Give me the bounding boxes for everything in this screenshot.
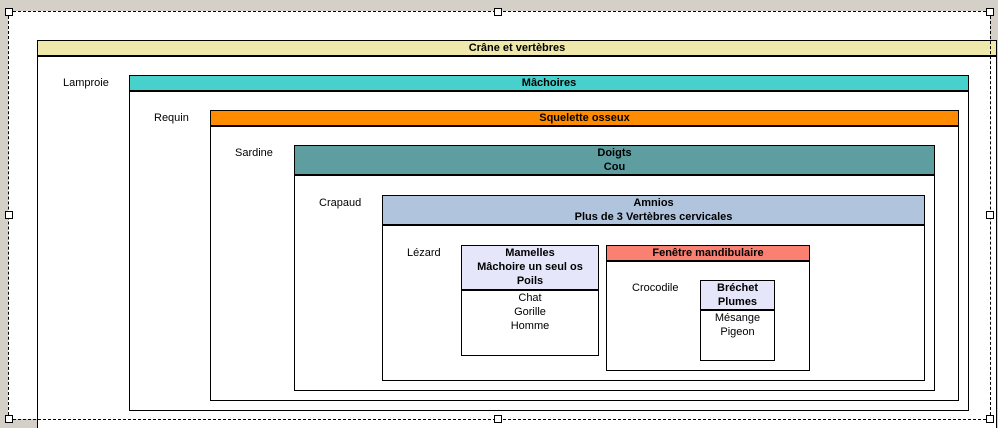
group-mamelles[interactable]: Mamelles Mâchoire un seul os Poils Chat … (461, 245, 599, 356)
species-label-homme: Homme (510, 320, 550, 332)
group-fenetre-header: Fenêtre mandibulaire (607, 246, 809, 262)
header-line: Plus de 3 Vertèbres cervicales (574, 211, 733, 223)
group-doigts-header: Doigts Cou (295, 146, 934, 176)
group-squelette-header: Squelette osseux (211, 111, 958, 127)
species-label-requin: Requin (154, 112, 189, 124)
resize-handle-bottom-right[interactable] (986, 415, 994, 423)
species-label-crapaud: Crapaud (319, 197, 362, 209)
header-line: Mâchoires (521, 77, 577, 89)
header-line: Mâchoire un seul os (477, 261, 583, 273)
group-brechet[interactable]: Bréchet Plumes Mésange Pigeon (700, 280, 775, 361)
resize-handle-bottom-left[interactable] (5, 415, 13, 423)
species-label-crocodile: Crocodile (632, 282, 679, 294)
header-line: Cou (603, 161, 626, 173)
resize-handle-top-right[interactable] (986, 8, 994, 16)
species-label-lamproie: Lamproie (63, 77, 109, 89)
resize-handle-left[interactable] (5, 211, 13, 219)
group-mamelles-members: Chat Gorille Homme (462, 291, 598, 333)
species-label-mesange: Mésange (714, 312, 761, 324)
species-label-gorille: Gorille (514, 306, 546, 318)
header-line: Crâne et vertèbres (468, 42, 566, 54)
header-line: Mamelles (505, 247, 555, 259)
species-label-pigeon: Pigeon (720, 326, 755, 338)
resize-handle-bottom[interactable] (494, 415, 502, 423)
resize-handle-top[interactable] (494, 8, 502, 16)
group-machoires-header: Mâchoires (130, 76, 968, 92)
group-brechet-header: Bréchet Plumes (701, 281, 774, 311)
species-label-sardine: Sardine (235, 147, 273, 159)
group-mamelles-header: Mamelles Mâchoire un seul os Poils (462, 246, 598, 291)
header-line: Bréchet (717, 282, 758, 294)
resize-handle-top-left[interactable] (5, 8, 13, 16)
group-crane-header: Crâne et vertèbres (38, 41, 996, 57)
header-line: Squelette osseux (539, 112, 630, 124)
header-line: Poils (516, 275, 544, 287)
header-line: Fenêtre mandibulaire (652, 247, 764, 259)
species-label-chat: Chat (518, 292, 542, 304)
header-line: Doigts (597, 147, 632, 159)
group-brechet-members: Mésange Pigeon (701, 311, 774, 339)
header-line: Plumes (717, 296, 758, 308)
group-amnios-header: Amnios Plus de 3 Vertèbres cervicales (383, 196, 924, 226)
species-label-lezard: Lézard (407, 247, 441, 259)
resize-handle-right[interactable] (986, 211, 994, 219)
header-line: Amnios (633, 197, 674, 209)
